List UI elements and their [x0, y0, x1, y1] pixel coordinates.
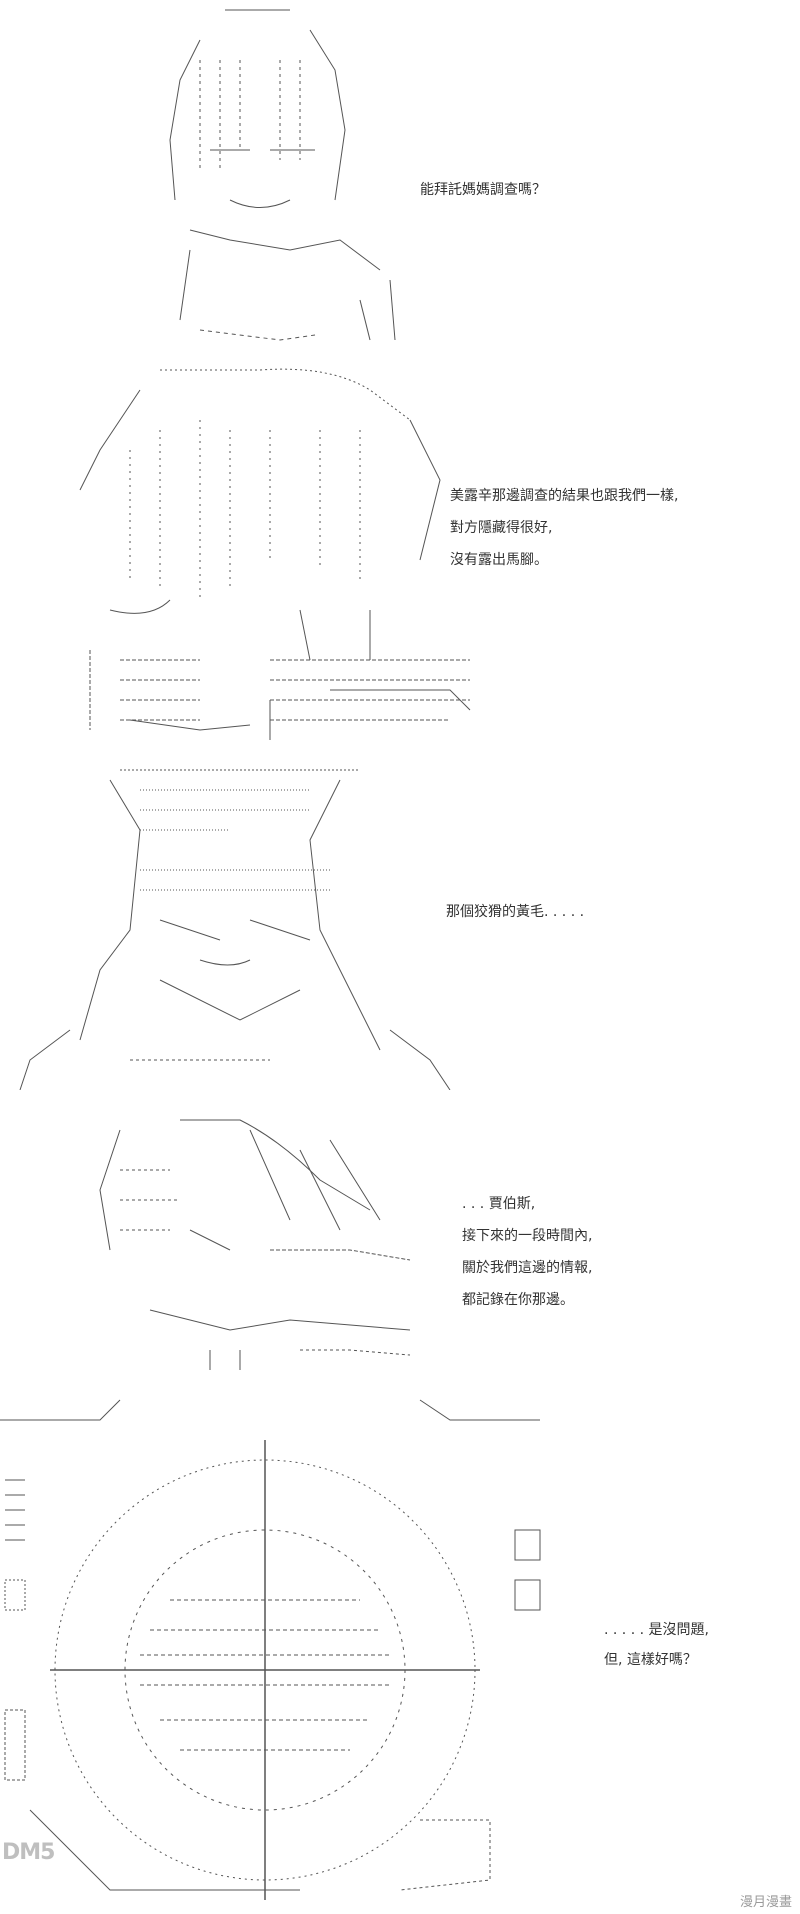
dialog-line: 都記錄在你那邊。 [462, 1292, 574, 1308]
dialog-line: . . . 賈伯斯, [462, 1196, 536, 1212]
panel-3-dialog: 那個狡猾的黃毛. . . . . [446, 900, 584, 924]
panel-5-ascii-art [0, 1380, 560, 1914]
panel-1-ascii-art [140, 0, 400, 350]
dialog-line: 沒有露出馬腳。 [450, 552, 548, 568]
panel-2-figure [79, 368, 471, 740]
panel-5-scope [0, 1399, 541, 1900]
panel-5-dialog: . . . . . 是沒問題, 但, 這樣好嗎？ [604, 1618, 709, 1672]
dialog-line: 對方隱藏得很好, [450, 520, 553, 536]
panel-4-ascii-art [90, 1110, 420, 1370]
panel-3-figure [19, 769, 451, 1090]
panel-1-figure [169, 9, 396, 341]
dialog-line: 關於我們這邊的情報, [462, 1260, 593, 1276]
dialog-line: . . . . . 是沒問題, [604, 1622, 709, 1638]
dialog-line: 但, 這樣好嗎？ [604, 1652, 697, 1668]
panel-3-ascii-art [10, 760, 470, 1090]
panel-1-dialog: 能拜託媽媽調查嗎？ [420, 178, 546, 202]
site-logo: DM5 [2, 1840, 55, 1865]
dialog-line: 能拜託媽媽調查嗎？ [420, 182, 546, 198]
watermark-text: 漫月漫畫 [739, 1895, 792, 1910]
dialog-line: 美露辛那邊調查的結果也跟我們一樣, [450, 488, 679, 504]
panel-2-dialog: 美露辛那邊調查的結果也跟我們一樣, 對方隱藏得很好, 沒有露出馬腳。 [450, 484, 678, 572]
dialog-line: 接下來的一段時間內, [462, 1228, 593, 1244]
panel-4-figure [99, 1119, 411, 1370]
dialog-line: 那個狡猾的黃毛. . . . . [446, 904, 585, 920]
panel-2-ascii-art [70, 360, 490, 740]
panel-4-dialog: . . . 賈伯斯, 接下來的一段時間內, 關於我們這邊的情報, 都記錄在你那邊… [462, 1192, 592, 1312]
